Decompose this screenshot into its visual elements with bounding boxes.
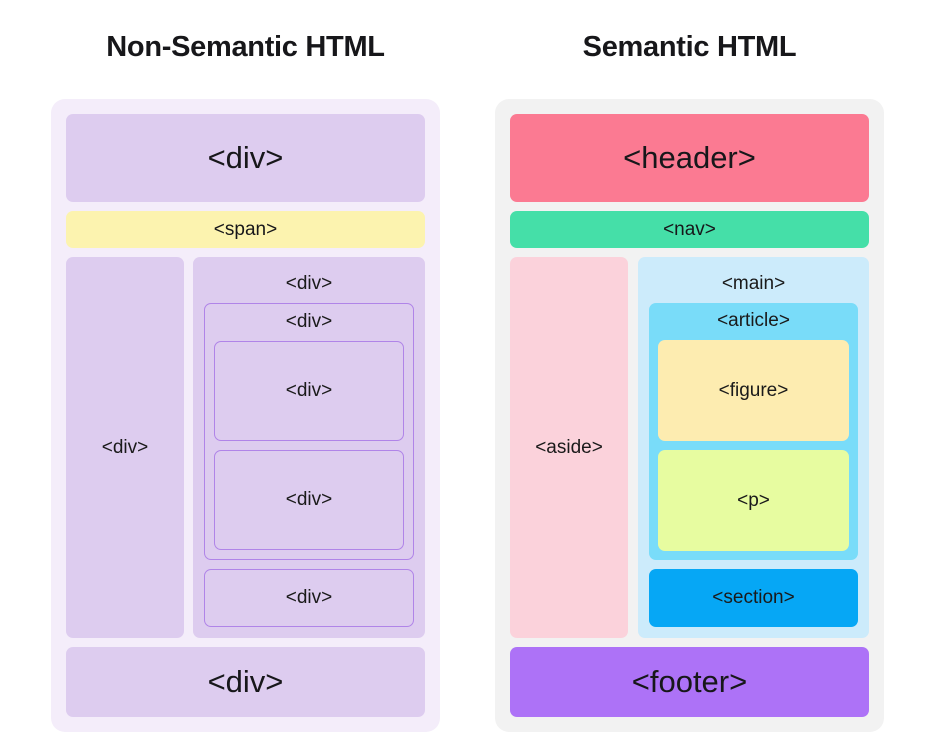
non-semantic-sidebar-div: <div> [66, 257, 184, 638]
semantic-paragraph: <p> [658, 450, 849, 551]
non-semantic-top-div: <div> [66, 114, 425, 202]
non-semantic-span: <span> [66, 211, 425, 248]
semantic-nav: <nav> [510, 211, 869, 248]
semantic-middle-row: <aside> <main> <article> <figure> <p> <s… [510, 257, 869, 638]
non-semantic-middle-row: <div> <div> <div> <div> <div> <div> [66, 257, 425, 638]
semantic-article-label: <article> [717, 310, 790, 331]
semantic-title: Semantic HTML [582, 31, 797, 63]
non-semantic-nested-inner-div-2: <div> [214, 450, 404, 550]
non-semantic-nested-outer-div: <div> <div> <div> [204, 303, 414, 560]
non-semantic-content-div: <div> <div> <div> <div> <div> [193, 257, 425, 638]
semantic-section: <section> [649, 569, 858, 627]
non-semantic-panel: <div> <span> <div> <div> <div> <div> <di… [51, 99, 440, 732]
non-semantic-nested-outer-label: <div> [285, 311, 333, 332]
semantic-header: <header> [510, 114, 869, 202]
non-semantic-content-label: <div> [285, 273, 333, 294]
semantic-aside: <aside> [510, 257, 628, 638]
non-semantic-nested-inner-div-1: <div> [214, 341, 404, 441]
semantic-article: <article> <figure> <p> [649, 303, 858, 560]
non-semantic-nested-sibling-div: <div> [204, 569, 414, 627]
non-semantic-bottom-div: <div> [66, 647, 425, 717]
semantic-panel: <header> <nav> <aside> <main> <article> … [495, 99, 884, 732]
semantic-figure: <figure> [658, 340, 849, 441]
semantic-main-label: <main> [721, 273, 786, 294]
semantic-main: <main> <article> <figure> <p> <section> [638, 257, 869, 638]
semantic-footer: <footer> [510, 647, 869, 717]
non-semantic-title: Non-Semantic HTML [106, 31, 385, 63]
